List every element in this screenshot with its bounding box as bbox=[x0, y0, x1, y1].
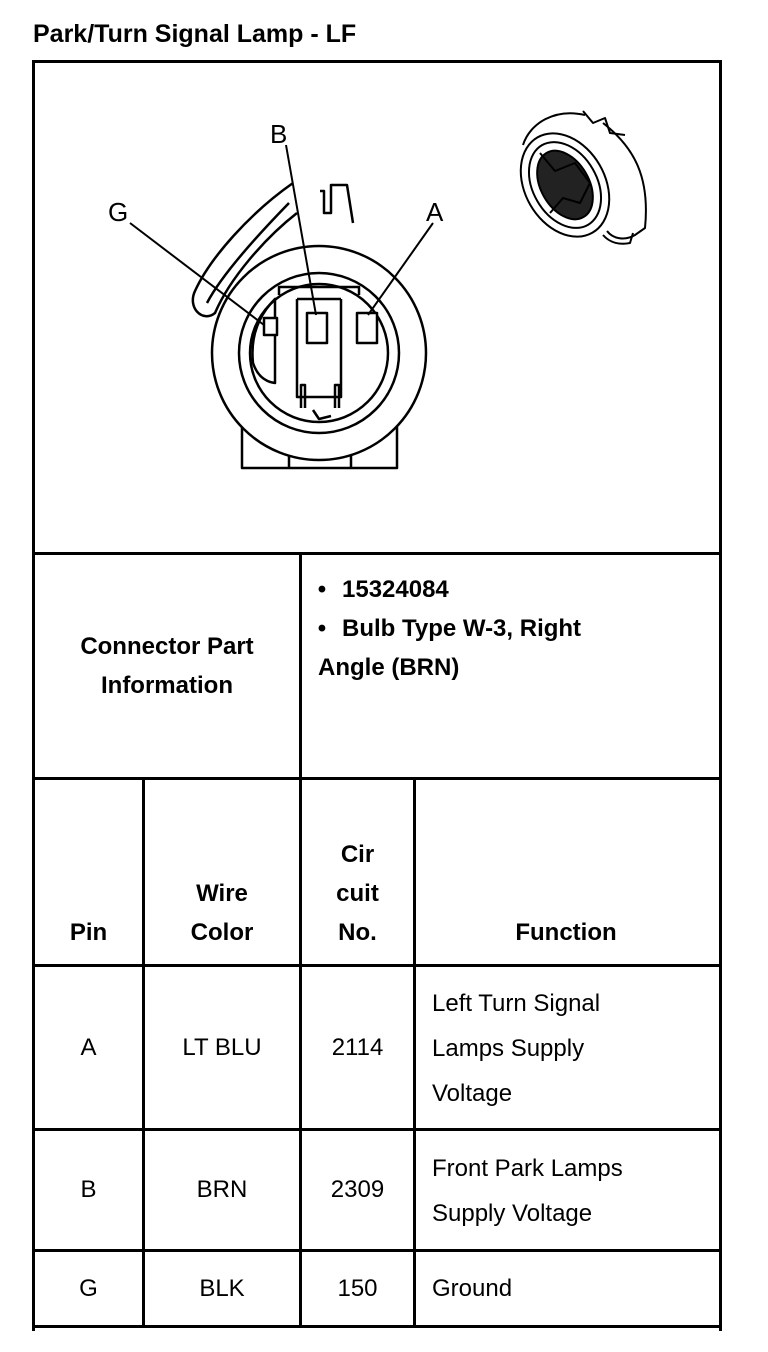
cell-wire-color: BRN bbox=[196, 1176, 248, 1203]
list-item: • Bulb Type W-3, Right bbox=[302, 609, 712, 648]
cell-pin: B bbox=[80, 1176, 97, 1203]
divider bbox=[32, 964, 719, 967]
cell-circuit: 2309 bbox=[330, 1176, 385, 1203]
part-number: 15324084 bbox=[342, 576, 449, 603]
list-item: • 15324084 bbox=[302, 570, 712, 609]
connector-info-label: Connector Part Information bbox=[35, 555, 299, 777]
divider bbox=[32, 1128, 719, 1131]
header-circuit-no: Cir cuit No. bbox=[336, 841, 379, 946]
header-wire-color: Wire Color bbox=[190, 880, 254, 946]
divider bbox=[32, 1249, 719, 1252]
pin-label-g: G bbox=[108, 197, 128, 227]
connector-info-details: • 15324084 • Bulb Type W-3, Right Angle … bbox=[302, 570, 712, 770]
bulb-type: Bulb Type W-3, Right bbox=[342, 615, 582, 642]
cell-pin: A bbox=[80, 1033, 97, 1061]
cell-wire-color: BLK bbox=[199, 1274, 245, 1302]
divider bbox=[32, 1325, 719, 1328]
cell-circuit: 150 bbox=[337, 1274, 378, 1302]
divider bbox=[32, 552, 719, 555]
header-pin: Pin bbox=[69, 919, 108, 946]
connector-diagram: B G A bbox=[35, 63, 716, 553]
divider bbox=[142, 780, 145, 1325]
bulb-type-continued: Angle (BRN) bbox=[318, 654, 460, 681]
connector-iso-view bbox=[519, 110, 647, 245]
pin-label-a: A bbox=[426, 197, 444, 227]
connector-info-label-line2: Information bbox=[100, 672, 233, 699]
cell-circuit: 2114 bbox=[331, 1033, 384, 1061]
cell-function: Left Turn Signal Lamps Supply Voltage bbox=[432, 990, 601, 1107]
connector-info-label-line1: Connector Part bbox=[80, 633, 254, 660]
connector-table-frame bbox=[32, 60, 722, 1331]
connector-face-drawing: B G A bbox=[108, 110, 647, 470]
page-title: Park/Turn Signal Lamp - LF bbox=[33, 20, 357, 48]
divider bbox=[32, 777, 719, 780]
cell-function: Front Park Lamps Supply Voltage bbox=[432, 1155, 623, 1227]
cell-function: Ground bbox=[432, 1274, 513, 1302]
header-function: Function bbox=[515, 919, 617, 946]
cell-wire-color: LT BLU bbox=[182, 1033, 262, 1061]
divider bbox=[299, 555, 302, 1325]
cell-pin: G bbox=[79, 1274, 98, 1302]
divider bbox=[413, 780, 416, 1325]
pin-label-b: B bbox=[270, 119, 287, 149]
